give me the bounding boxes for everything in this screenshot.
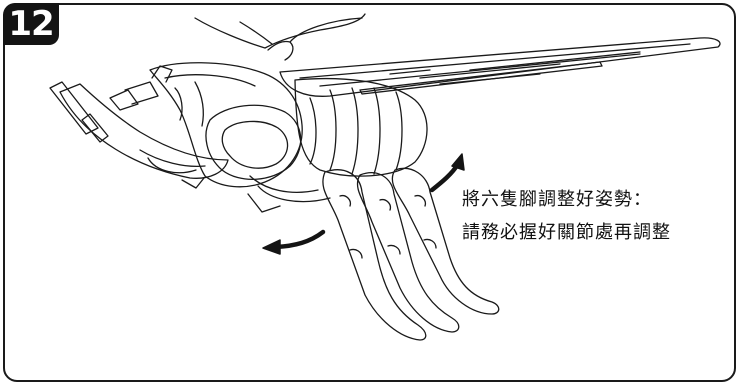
step-number-badge: 12 xyxy=(3,3,59,45)
hand-outline xyxy=(194,13,366,61)
legs-part xyxy=(247,167,500,341)
instruction-caption: 將六隻腳調整好姿勢： 請務必握好關節處再調整 xyxy=(462,183,732,249)
abdomen-part xyxy=(294,77,428,177)
antenna-part xyxy=(109,65,173,111)
thorax-part xyxy=(149,62,303,188)
instruction-line-1: 將六隻腳調整好姿勢： xyxy=(462,189,652,210)
step-frame xyxy=(3,3,736,382)
curved-arrow-left-icon xyxy=(262,229,326,255)
instruction-line-2: 請務必握好關節處再調整 xyxy=(462,222,671,243)
curved-arrow-up-icon xyxy=(429,153,465,193)
wing-part xyxy=(279,37,721,97)
head-horn-part xyxy=(49,81,229,189)
